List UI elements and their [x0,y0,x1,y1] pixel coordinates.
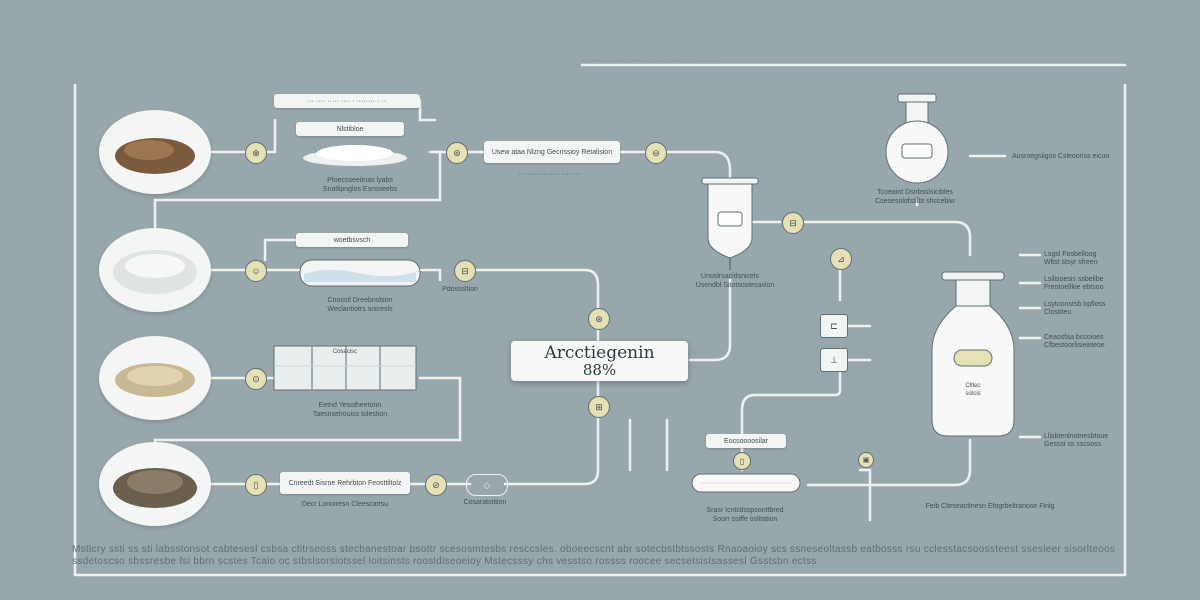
product-purity-box: Arcctiegenin 88% [511,341,688,381]
flow-badge-4: ⊘ [425,474,447,496]
dish-caption-2: Soorr ssiffe oslitation [712,516,778,523]
dish-caption-1: Srasr Icntctlsspsonttbred [706,507,784,514]
material-1-label: Nlstibloe [296,122,404,136]
bottom-right-caption: Feib Cbrseactlnesn Efogrbeltranose Finlg [925,503,1055,510]
flask-caption-1: Tcoeaiot Dsnbsslsicibles [877,189,953,196]
flow-badge-5: ⊟ [782,212,804,234]
step-badge-1: ⊕ [245,142,267,164]
column-rack [272,344,418,392]
petri-dish [690,470,802,496]
plant-material-2-graphic [113,250,197,294]
step-1-caption: ·· ··············· ····· ··· [517,171,583,178]
small-sample-badge: ▣ [858,452,874,468]
syringe-caption-2: Usendbl Sitotsostesaxlon [695,282,775,289]
material-3-caption-1: Eetnd Yesotheetonn [318,402,382,409]
material-2-label: woetbsvsch [296,233,408,247]
material-4-label: Cnreedt Sisrne Rehrbton Feosttiltolz [280,472,410,494]
step-badge-4: ▯ [245,474,267,496]
powder-heap-icon [303,145,407,166]
round-flask [862,92,972,184]
dish-badge: ▯ [733,452,751,470]
syringe-caption-1: Unoslrsacidsnicels [701,273,759,280]
material-4-caption: Decr Lonoiresn Cleescartsu [301,501,389,508]
bottle-label-1: Cltlec [965,383,981,389]
dish-label: Eocsoooosilar [706,434,786,448]
step-2-caption: Pdosssltion [442,286,478,293]
control-box-1: ⊏ [820,314,848,338]
flow-badge-1: ⊚ [446,142,468,164]
plant-material-4-graphic [113,468,197,508]
flow-badge-2: ⊖ [645,142,667,164]
footer-description: Mstlcry ssti ss sti labsstonsot cabteses… [72,544,1116,567]
flask-icon [885,93,949,184]
material-2-caption-2: Weclantiotrs snicesls [327,306,393,313]
petri-dish-icon [691,473,801,493]
right-label-3: Lsilisoesis ssbelibe [1044,276,1104,283]
right-label-4: Freotoelfkie ebtsoo [1044,284,1104,291]
top-label-box: ··· ···· ····· ···· · ········ · ··· · ·… [274,94,420,108]
top-label-text: ··· ···· ····· ···· · ········ · ··· · ·… [307,97,387,105]
valve-icon: ◇ [466,474,508,496]
step-badge-3: ⊙ [245,368,267,390]
right-bottom-label-1: Llisbtenlnotnesbtoue [1044,433,1109,440]
right-label-1: Lsgsl Fosbelloog [1044,251,1097,258]
syringe-icon [701,177,759,270]
bottle-icon [931,271,1015,437]
material-3-label: Cosacisc [332,349,358,355]
right-label-7: Ceaosfaa bccoioes [1044,334,1104,341]
dark-root-image [99,442,211,526]
flow-badge-6: ⊿ [830,248,852,270]
right-label-5: Lsytoonstsb bpfloss [1044,301,1106,308]
syringe [700,172,760,272]
step-1-box: Usew ataa Nlzng Gecnssioy Retalision [484,141,620,163]
center-badge-bottom: ⊞ [588,396,610,418]
material-3-caption-2: Taesnselrouiss tolestion [312,411,388,418]
liquid-tray-icon [299,259,421,287]
header-note: ··· ···· ····· ···· · ········ · ··· · ·… [582,57,720,64]
dried-herb-image [99,336,211,420]
white-powder-heap [300,140,410,166]
material-1-caption-2: Snatlipnglos Esnsseebs [322,186,398,193]
flask-caption-2: Csesesolofstilbt shccebiw [875,198,955,205]
step-badge-2: ☺ [245,260,267,282]
product-name: Arcctiegenin [544,343,655,363]
center-badge-top: ⊛ [588,308,610,330]
right-bottom-label-2: Gesssi ss sscsoss [1044,441,1102,448]
right-label-8: Cfbestoorlisieiiseoe [1044,342,1105,349]
flask-side-label: Ausroegsiigos Csleooriss eicuo [1012,153,1110,160]
right-label-2: Wltst stsyr sfreen [1044,259,1098,266]
liquid-tray [298,258,422,288]
step-4-caption: Cosaratstition [463,499,507,506]
product-purity: 88% [582,361,617,379]
tall-bottle [928,270,1018,440]
plant-material-3-graphic [115,363,195,397]
plant-material-1-graphic [115,138,195,174]
right-label-6: Clostiteu [1044,309,1072,316]
material-2-caption-1: Cnosstl Dreebnsbion [327,297,393,304]
column-rack-icon [273,345,417,391]
flow-badge-3: ⊟ [454,260,476,282]
crystal-powder-image [99,228,211,312]
raw-root-image [99,110,211,194]
bottle-label-2: sotcis [965,391,981,397]
material-1-caption-1: Pfoecsseeitnas lyabs [327,177,393,184]
control-box-2: ⊥ [820,348,848,372]
